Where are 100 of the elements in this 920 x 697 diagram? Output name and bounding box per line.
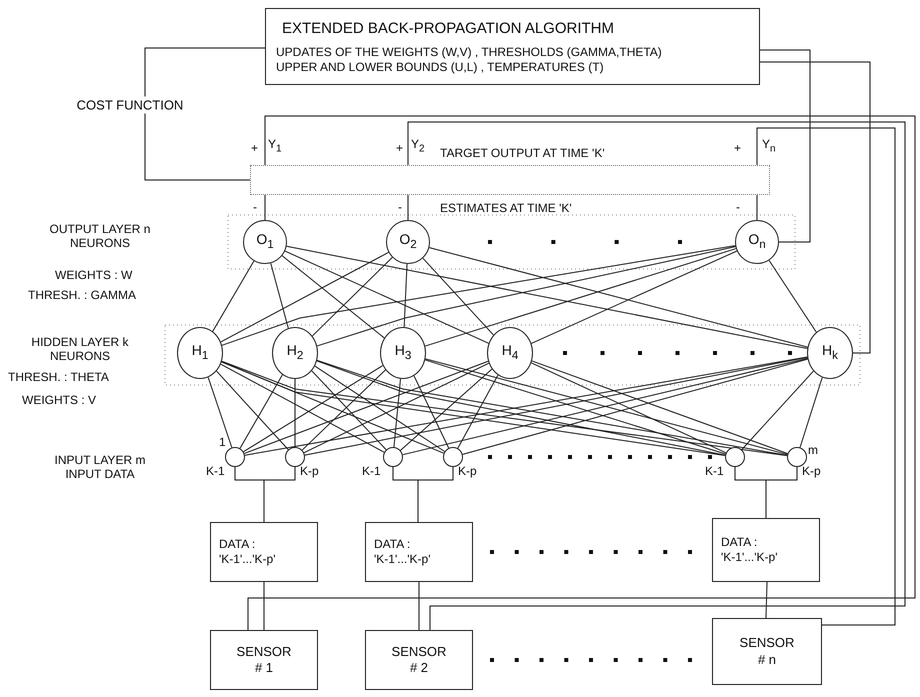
input-neuron-circle xyxy=(383,447,403,467)
connector-line xyxy=(208,376,232,448)
connector-line xyxy=(424,248,736,347)
neuron-circle xyxy=(177,327,223,379)
input-neuron-circle xyxy=(225,447,245,467)
neuron-label: H$_{1}$ xyxy=(192,342,208,364)
text-label: THRESH. : GAMMA xyxy=(28,288,136,302)
text-label: TARGET OUTPUT AT TIME 'K' xyxy=(440,146,605,160)
neuron-label: O$_{n}$ xyxy=(748,231,766,253)
text-label: + xyxy=(734,141,742,156)
text-label: THRESH. : THETA xyxy=(8,370,109,384)
connector-line xyxy=(418,582,420,630)
connector-line xyxy=(284,250,490,344)
neuron-label: H$_{2}$ xyxy=(286,342,304,364)
box-label: SENSOR # 1 xyxy=(236,644,292,676)
connector-line xyxy=(457,374,498,449)
input-neuron-circle xyxy=(285,447,305,467)
neuron-label: H$_{3}$ xyxy=(394,342,412,364)
connector-line xyxy=(418,466,454,522)
connector-line xyxy=(766,466,798,518)
connector-line xyxy=(768,260,817,333)
input-neuron-circle xyxy=(787,447,807,467)
edge-label: COST FUNCTION xyxy=(74,96,186,114)
neuron-label: O$_{2}$ xyxy=(399,231,417,253)
process-box xyxy=(712,518,820,582)
connector-line xyxy=(400,368,492,451)
connector-line xyxy=(462,358,808,455)
connector-line xyxy=(760,50,810,242)
text-label: + xyxy=(396,141,404,156)
neuron-label: O$_{1}$ xyxy=(256,231,274,253)
connector-line xyxy=(221,245,736,346)
connector-line xyxy=(220,364,385,453)
connector-line xyxy=(212,260,254,332)
connector-line xyxy=(800,376,823,448)
connector-line xyxy=(264,194,266,220)
connector-line xyxy=(244,360,489,454)
connector-line xyxy=(741,370,814,450)
connector-line xyxy=(220,252,390,342)
connector-line xyxy=(248,116,916,630)
connector-line xyxy=(314,366,446,452)
neuron-circle xyxy=(735,220,779,264)
connector-line xyxy=(422,258,494,336)
process-box xyxy=(365,630,473,690)
text-label: ESTIMATES AT TIME 'K' xyxy=(440,201,572,216)
text-label: - xyxy=(736,200,740,214)
connector-line xyxy=(424,359,726,454)
connector-line xyxy=(286,246,808,350)
process-box xyxy=(265,8,760,85)
box-label: SENSOR # 2 xyxy=(390,644,448,676)
connector-line xyxy=(393,378,402,448)
text-label: - xyxy=(398,200,402,214)
text-label: K-p xyxy=(802,464,821,478)
neuron-label: H$_{4}$ xyxy=(502,342,518,364)
text-label: K-1 xyxy=(362,464,381,478)
neuron-circle xyxy=(243,220,287,264)
connector-line xyxy=(404,263,408,328)
text-label: m xyxy=(808,443,818,458)
connector-line xyxy=(531,360,788,454)
text-label: WEIGHTS : W xyxy=(55,268,132,282)
text-label: - xyxy=(253,200,257,214)
description: UPPER AND LOWER BOUNDS (U,L) , TEMPERATURES (T) xyxy=(276,60,604,75)
connector-line xyxy=(756,194,758,220)
text-label: Y$_{1}$ xyxy=(268,137,282,156)
neuron-circle xyxy=(807,327,853,379)
description: UPDATES OF THE WEIGHTS (W,V) , THRESHOLDS (GAMMA,THETA) xyxy=(276,44,662,60)
connector-line xyxy=(766,582,768,618)
neuron-circle xyxy=(487,327,533,379)
text-label: WEIGHTS : V xyxy=(22,393,96,408)
connector-line xyxy=(316,246,736,346)
text-label: K-1 xyxy=(206,464,225,478)
input-neuron-circle xyxy=(443,447,463,467)
text-label: 1 xyxy=(219,435,226,450)
box-label: SENSOR # n xyxy=(738,635,796,668)
connector-line xyxy=(294,378,296,448)
neuron-circle xyxy=(272,327,318,379)
text-label: K-p xyxy=(300,464,319,478)
box-label: DATA : 'K-1'...'K-p' xyxy=(219,537,277,567)
text-label: K-p xyxy=(458,464,477,478)
text-label: HIDDEN LAYER k NEURONS xyxy=(30,335,130,364)
text-label: K-1 xyxy=(705,464,724,478)
connector-line xyxy=(240,374,283,449)
connector-line xyxy=(304,362,490,454)
text-label: INPUT LAYER m INPUT DATA xyxy=(54,453,146,482)
box-label: DATA : 'K-1'...'K-p' xyxy=(374,537,432,567)
connector-line xyxy=(243,365,384,452)
connector-line xyxy=(413,375,450,448)
connector-line xyxy=(216,370,289,450)
connector-line xyxy=(408,122,906,630)
connector-line xyxy=(428,247,808,348)
text-label: Y$_{2}$ xyxy=(411,137,425,156)
neuron-circle xyxy=(380,327,426,379)
input-neuron-circle xyxy=(725,447,745,467)
text-label: + xyxy=(251,141,258,156)
process-box xyxy=(712,618,822,685)
connector-line xyxy=(530,362,726,454)
text-label: OUTPUT LAYER n NEURONS xyxy=(48,222,152,251)
process-box xyxy=(365,522,473,582)
heading: EXTENDED BACK-PROPAGATION ALGORITHM xyxy=(282,20,614,39)
connector-line xyxy=(270,262,289,329)
neuron-label: H$_{k}$ xyxy=(822,342,838,364)
